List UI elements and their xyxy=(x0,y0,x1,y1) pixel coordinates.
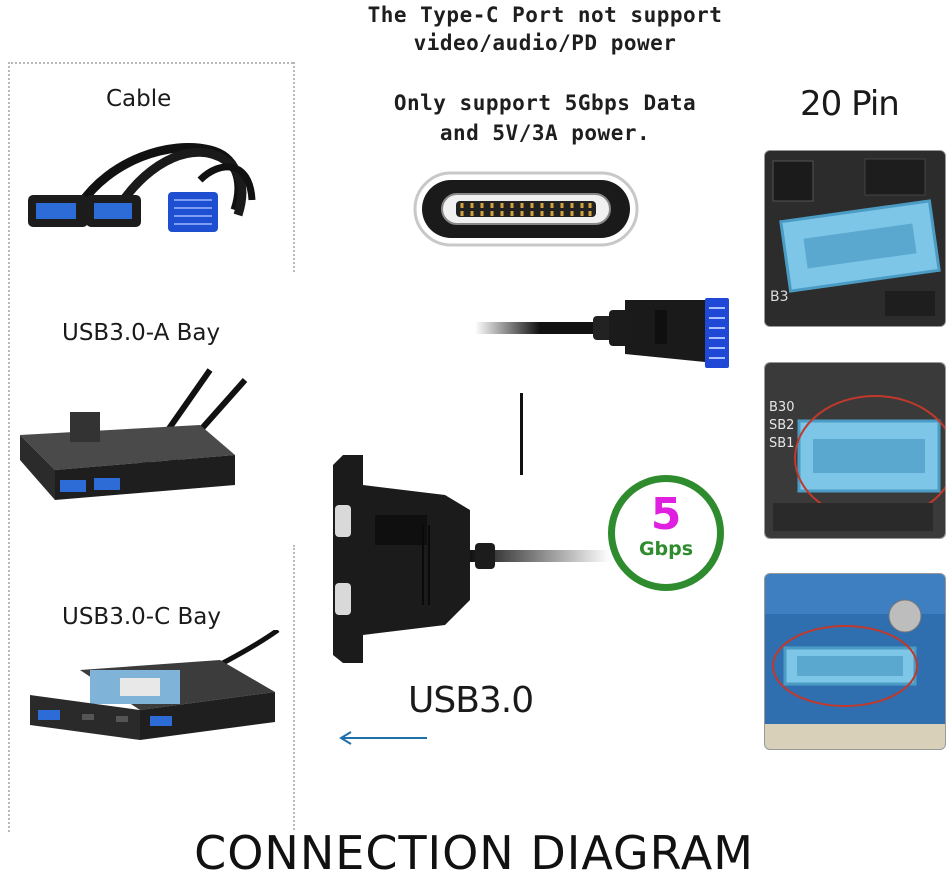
note-line-3: Only support 5Gbps Data xyxy=(393,91,697,115)
panel-mount-connector-image xyxy=(333,455,610,663)
bay-c-image xyxy=(30,630,280,740)
cable-image xyxy=(28,142,256,232)
speed-badge: 5 Gbps xyxy=(608,475,724,591)
diagram-title: CONNECTION DIAGRAM xyxy=(194,826,754,880)
arrow-left-icon xyxy=(339,731,427,745)
bay-a-image xyxy=(20,368,248,500)
left-panel-border-right-lower xyxy=(293,545,295,830)
svg-text:B3: B3 xyxy=(770,289,789,305)
cable-label: Cable xyxy=(106,86,172,112)
header-connector-image xyxy=(475,298,729,368)
motherboard-photo-2: B30 SB2 SB1 xyxy=(764,362,946,539)
type-c-port-image xyxy=(413,171,639,247)
left-panel-border-right xyxy=(293,62,295,272)
left-panel-border-top xyxy=(8,62,293,64)
motherboard-photo-1: B3 xyxy=(764,150,946,327)
left-panel-border xyxy=(8,62,295,832)
svg-text:SB1: SB1 xyxy=(769,436,794,451)
note-line-4: and 5V/3A power. xyxy=(439,121,651,145)
speed-badge-number: 5 xyxy=(650,489,682,540)
motherboard-photo-3 xyxy=(764,573,946,750)
note-line-1: The Type-C Port not support xyxy=(367,3,723,27)
bay-a-label: USB3.0-A Bay xyxy=(62,320,221,346)
speed-badge-unit: Gbps xyxy=(638,538,694,560)
usb-label: USB3.0 xyxy=(408,680,534,721)
bay-c-label: USB3.0-C Bay xyxy=(62,604,221,630)
note-line-2: video/audio/PD power xyxy=(413,31,677,55)
divider-line xyxy=(520,393,523,475)
svg-text:B30: B30 xyxy=(769,400,794,415)
pin-label: 20 Pin xyxy=(800,84,900,124)
svg-text:SB2: SB2 xyxy=(769,418,794,433)
